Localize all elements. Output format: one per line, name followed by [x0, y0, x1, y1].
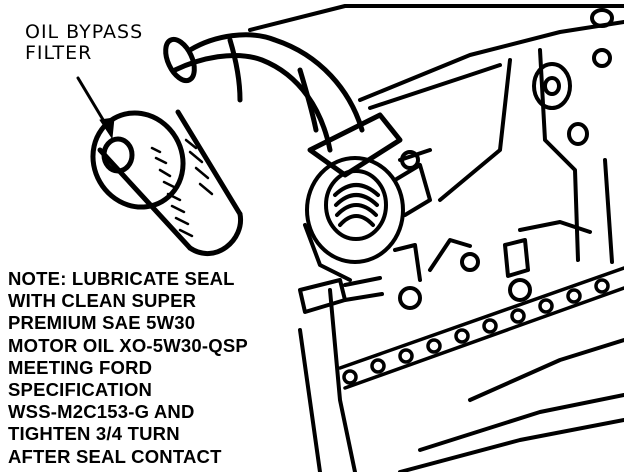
note-line: NOTE: LUBRICATE SEAL	[8, 268, 235, 289]
note-line: MEETING FORD	[8, 356, 153, 378]
note-line: MOTOR OIL XO-5W30-QSP	[8, 334, 248, 356]
note-line: WITH CLEAN SUPER	[8, 290, 197, 312]
gasket-rail	[338, 266, 624, 390]
filter-callout-label: OIL BYPASS FILTER	[25, 22, 143, 64]
oil-hose	[163, 32, 403, 178]
lubrication-note: NOTE: LUBRICATE SEAL WITH CLEAN SUPER PR…	[8, 268, 248, 468]
note-line: WSS-M2C153-G AND	[8, 401, 195, 423]
callout-line: OIL BYPASS	[25, 21, 144, 43]
filter-label-marks	[150, 138, 214, 238]
callout-leader-arrow	[76, 76, 115, 139]
filter-adapter	[303, 156, 432, 282]
note-line: PREMIUM SAE 5W30	[8, 312, 196, 334]
block-bosses	[400, 8, 614, 170]
note-line: TIGHTEN 3/4 TURN	[8, 423, 180, 445]
fittings	[298, 238, 532, 314]
note-line: AFTER SEAL CONTACT	[8, 445, 222, 467]
note-line: SPECIFICATION	[8, 379, 153, 401]
engine-block	[248, 4, 624, 472]
callout-line: FILTER	[25, 42, 93, 64]
